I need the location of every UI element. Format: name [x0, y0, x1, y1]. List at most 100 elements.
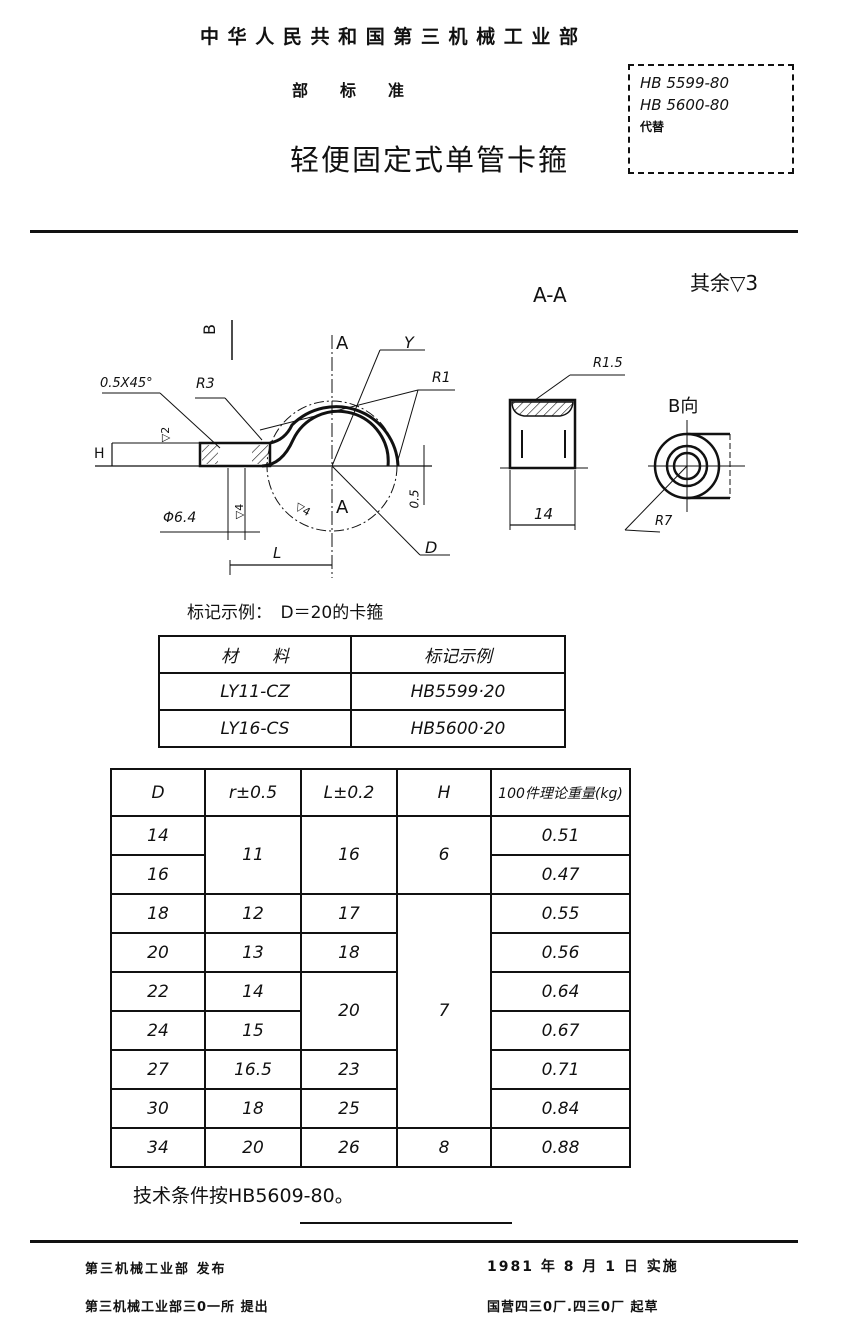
- drafter: 国营四三0厂.四三0厂 起草: [487, 1300, 659, 1315]
- table-row: 30 18 25 0.84: [110, 1088, 631, 1129]
- h-cell: 6: [396, 815, 492, 895]
- header-material: 材 料: [158, 635, 352, 674]
- header-d: D: [110, 768, 206, 817]
- d-cell: 16: [110, 854, 206, 895]
- section-a-a-view: [500, 374, 625, 530]
- table-row: 14 11 16 6 0.51: [110, 815, 631, 895]
- table-row: 20 13 18 0.56: [110, 932, 631, 973]
- standard-code-1: HB 5599-80: [640, 74, 730, 92]
- clamp-main-view: [95, 320, 455, 578]
- material-cell: LY11-CZ: [158, 672, 352, 711]
- material-cell: LY16-CS: [158, 709, 352, 748]
- label-chamfer: 0.5X45°: [100, 376, 153, 391]
- l-cell: 18: [300, 932, 398, 973]
- footer-divider: [30, 1240, 798, 1243]
- header-divider: [30, 230, 798, 233]
- label-d: D: [425, 538, 438, 557]
- marking-cell: HB5599·20: [350, 672, 566, 711]
- section-label: A-A: [533, 283, 567, 307]
- ministry-title: 中 华 人 民 共 和 国 第 三 机 械 工 业 部: [200, 26, 579, 48]
- d-cell: 22: [110, 971, 206, 1012]
- l-cell: 23: [300, 1049, 398, 1090]
- label-phi: Φ6.4: [163, 510, 197, 526]
- marking-caption: 标记示例： D＝20的卡箍: [187, 603, 384, 623]
- header-l: L±0.2: [300, 768, 398, 817]
- label-r7: R7: [655, 514, 673, 529]
- d-cell: 14: [110, 815, 206, 856]
- table-header-row: D r±0.5 L±0.2 H 100件理论重量(kg): [110, 768, 631, 817]
- l-cell: 25: [300, 1088, 398, 1129]
- r-cell: 13: [204, 932, 302, 973]
- r-cell: 11: [204, 815, 302, 895]
- r-cell: 14: [204, 971, 302, 1012]
- d-cell: 20: [110, 932, 206, 973]
- table-row: LY16-CS HB5600·20: [158, 709, 566, 748]
- view-b-label: B向: [668, 396, 699, 417]
- h-cell: 7: [396, 893, 492, 1129]
- weight-cell: 0.84: [490, 1088, 631, 1129]
- standard-code-2: HB 5600-80: [640, 96, 730, 114]
- weight-cell: 0.51: [490, 815, 631, 856]
- label-r1: R1: [432, 370, 451, 386]
- technical-condition-note: 技术条件按HB5609-80。: [133, 1185, 354, 1207]
- label-dim-05: 0.5: [407, 489, 422, 509]
- label-y: Y: [404, 333, 414, 352]
- spec-table: D r±0.5 L±0.2 H 100件理论重量(kg) 14 11 16 6 …: [110, 768, 631, 1168]
- d-cell: 34: [110, 1127, 206, 1168]
- weight-cell: 0.64: [490, 971, 631, 1012]
- table-row: 22 14 20 0.64: [110, 971, 631, 1051]
- label-r15: R1.5: [593, 356, 623, 371]
- header-r: r±0.5: [204, 768, 302, 817]
- label-a-top: A: [336, 333, 349, 354]
- weight-cell: 0.88: [490, 1127, 631, 1168]
- r-cell: 20: [204, 1127, 302, 1168]
- table-row: 16 0.47: [110, 854, 631, 895]
- view-b: [624, 420, 745, 533]
- table-row: LY11-CZ HB5599·20: [158, 672, 566, 711]
- proposer: 第三机械工业部三0一所 提出: [85, 1300, 269, 1315]
- weight-cell: 0.55: [490, 893, 631, 934]
- label-h: H: [94, 446, 105, 462]
- marking-table: 材 料 标记示例 LY11-CZ HB5599·20 LY16-CS HB560…: [158, 635, 566, 748]
- d-cell: 27: [110, 1049, 206, 1090]
- effective-date: 1981 年 8 月 1 日 实施: [487, 1259, 679, 1275]
- l-cell: 26: [300, 1127, 398, 1168]
- weight-cell: 0.67: [490, 1010, 631, 1051]
- standard-code-box: HB 5599-80 HB 5600-80 代替: [628, 64, 794, 174]
- table-row: 24 15 0.67: [110, 1010, 631, 1051]
- label-width-14: 14: [534, 505, 554, 523]
- surface-roughness-note: 其余▽3: [690, 271, 759, 295]
- header-marking: 标记示例: [350, 635, 566, 674]
- replaces-label: 代替: [640, 120, 665, 134]
- roughness-mark-2: ▽2: [159, 426, 173, 443]
- weight-cell: 0.71: [490, 1049, 631, 1090]
- r-cell: 16.5: [204, 1049, 302, 1090]
- header-h: H: [396, 768, 492, 817]
- header-weight: 100件理论重量(kg): [490, 768, 631, 817]
- weight-cell: 0.47: [490, 854, 631, 895]
- standard-type: 部 标 准: [292, 81, 405, 100]
- d-cell: 30: [110, 1088, 206, 1129]
- label-a-bottom: A: [336, 497, 349, 518]
- label-b: B: [199, 324, 219, 335]
- r-cell: 18: [204, 1088, 302, 1129]
- document-title: 轻便固定式单管卡箍: [290, 143, 570, 177]
- table-row: 18 12 17 7 0.55: [110, 893, 631, 1129]
- marking-cell: HB5600·20: [350, 709, 566, 748]
- publisher: 第三机械工业部 发布: [85, 1262, 227, 1277]
- weight-cell: 0.56: [490, 932, 631, 973]
- table-row: 34 20 26 8 0.88: [110, 1127, 631, 1168]
- table-header-row: 材 料 标记示例: [158, 635, 566, 674]
- short-divider: [300, 1222, 512, 1224]
- r-cell: 15: [204, 1010, 302, 1051]
- l-cell: 17: [300, 893, 398, 934]
- label-l: L: [273, 544, 282, 562]
- label-r3: R3: [196, 376, 215, 392]
- d-cell: 18: [110, 893, 206, 934]
- d-cell: 24: [110, 1010, 206, 1051]
- roughness-mark-4a: ▽4: [233, 503, 247, 520]
- r-cell: 12: [204, 893, 302, 934]
- l-cell: 20: [300, 971, 398, 1051]
- table-row: 27 16.5 23 0.71: [110, 1049, 631, 1090]
